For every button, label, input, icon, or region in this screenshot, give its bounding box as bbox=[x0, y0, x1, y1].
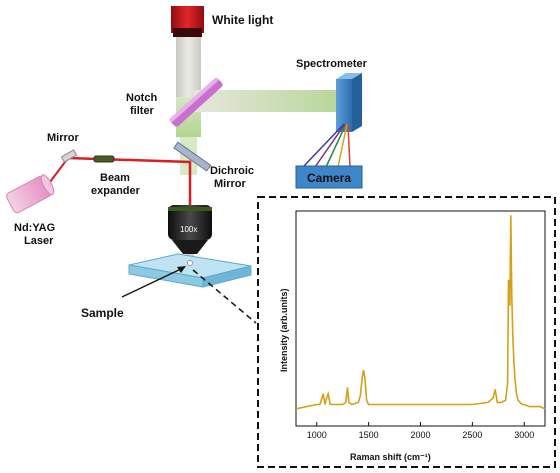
sample-label: Sample bbox=[81, 306, 124, 320]
inset-leader bbox=[192, 269, 257, 324]
x-tick-label: 1500 bbox=[359, 430, 379, 440]
laser-label-1: Nd:YAG bbox=[14, 222, 55, 234]
spectrum-inset-frame bbox=[257, 196, 556, 468]
x-tick-label: 3000 bbox=[514, 430, 534, 440]
raman-spectrum-line bbox=[295, 215, 546, 410]
dichroic-label-2: Mirror bbox=[214, 178, 247, 190]
white-light-label: White light bbox=[212, 13, 273, 27]
objective-label: 100x bbox=[180, 225, 197, 234]
beam-expander bbox=[93, 155, 115, 163]
objective-lens bbox=[168, 205, 212, 259]
x-tick-label: 1000 bbox=[307, 430, 327, 440]
white-light-beam bbox=[176, 37, 201, 97]
laser-label-2: Laser bbox=[24, 235, 54, 247]
dispersed-rays bbox=[302, 123, 351, 168]
sample-slab bbox=[128, 253, 252, 288]
white-light-lamp-base bbox=[173, 28, 202, 37]
y-axis-label: Intensity (arb.units) bbox=[279, 288, 289, 372]
notch-filter-label-2: filter bbox=[130, 105, 155, 117]
mirror-label: Mirror bbox=[47, 132, 80, 144]
spectrometer bbox=[336, 73, 362, 132]
camera-label: Camera bbox=[307, 171, 351, 185]
notch-filter-label-1: Notch bbox=[126, 92, 157, 104]
mirror bbox=[60, 149, 78, 163]
dichroic-label-1: Dichroic bbox=[210, 165, 254, 177]
x-axis-label: Raman shift (cm⁻¹) bbox=[350, 452, 431, 462]
signal-beam-to-spectrometer bbox=[194, 90, 340, 112]
nd-yag-laser bbox=[6, 174, 55, 214]
sample-arrow bbox=[121, 267, 184, 298]
beam-expander-label-1: Beam bbox=[100, 172, 130, 184]
sample-arrow-head bbox=[177, 266, 186, 273]
x-tick-label: 2000 bbox=[410, 430, 430, 440]
spectrometer-label: Spectrometer bbox=[296, 58, 368, 70]
beam-expander-label-2: expander bbox=[91, 185, 141, 197]
dichroic-mirror bbox=[173, 141, 212, 172]
x-tick-label: 2500 bbox=[462, 430, 482, 440]
x-axis-ticks: 1000 1500 2000 2500 3000 bbox=[307, 422, 534, 440]
camera bbox=[295, 165, 363, 189]
notch-filter bbox=[169, 77, 223, 127]
